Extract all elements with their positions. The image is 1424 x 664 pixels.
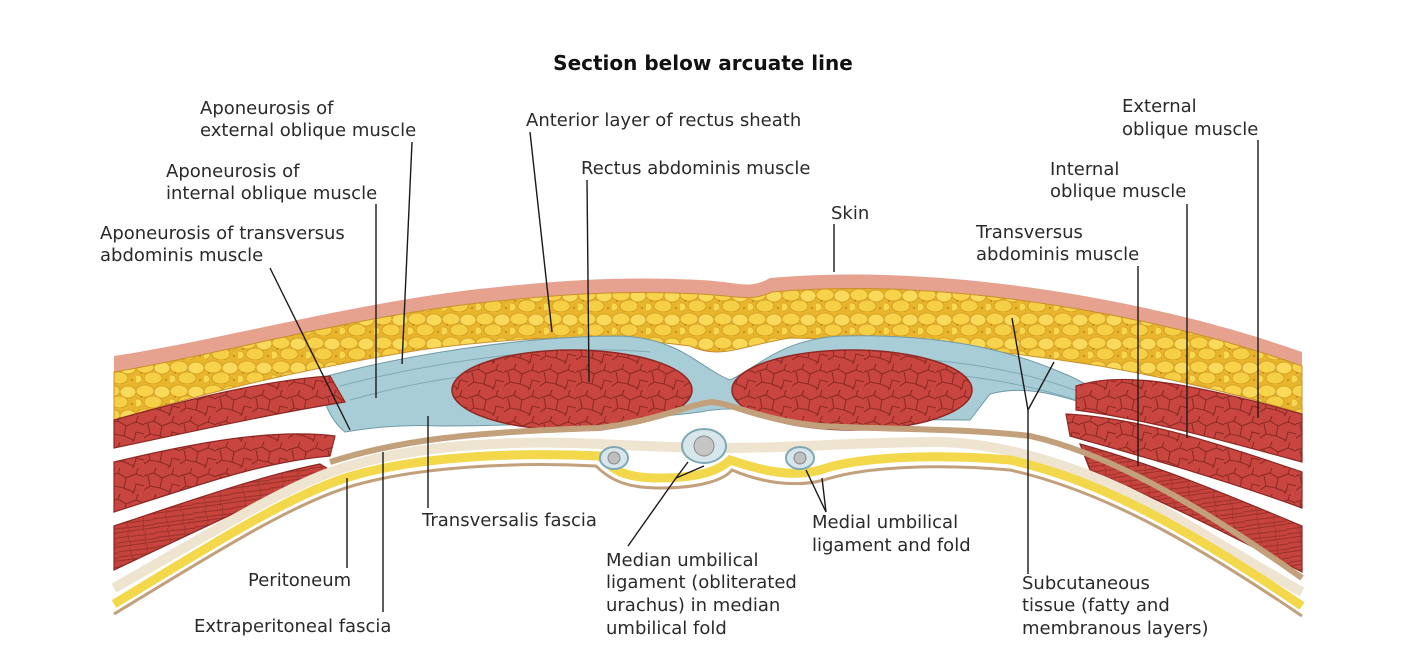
figure-title: Section below arcuate line (553, 51, 853, 75)
extraperitoneal-fascia (111, 436, 1305, 597)
label-aponeurosis-external-oblique: Aponeurosis of external oblique muscle (200, 98, 416, 141)
label-internal-oblique: Internal oblique muscle (1050, 159, 1186, 202)
peritoneum (111, 450, 1305, 610)
label-subcutaneous-tissue: Subcutaneous tissue (fatty and membranou… (1022, 573, 1209, 639)
left-external-oblique (113, 375, 346, 449)
label-rectus-abdominis: Rectus abdominis muscle (581, 158, 810, 179)
label-extraperitoneal-fascia: Extraperitoneal fascia (194, 616, 391, 637)
ligament-core-right (793, 451, 807, 465)
skin-layer (114, 274, 1302, 372)
label-transversus-abdominis: Transversus abdominis muscle (975, 222, 1139, 265)
left-internal-oblique (113, 433, 336, 513)
label-aponeurosis-internal-oblique: Aponeurosis of internal oblique muscle (166, 161, 377, 204)
ligament-core-left (607, 451, 621, 465)
label-transversalis-fascia: Transversalis fascia (421, 510, 597, 531)
label-external-oblique: External oblique muscle (1122, 96, 1258, 140)
label-anterior-layer-rectus-sheath: Anterior layer of rectus sheath (526, 110, 801, 131)
label-skin: Skin (831, 203, 869, 224)
label-aponeurosis-transversus: Aponeurosis of transversus abdominis mus… (100, 223, 351, 266)
label-peritoneum: Peritoneum (248, 570, 351, 591)
transversalis-fascia (329, 398, 1304, 581)
right-external-oblique (1075, 378, 1303, 463)
leader-lines (269, 131, 1259, 612)
peritoneum-inner-line (113, 463, 1303, 618)
right-internal-oblique (1065, 413, 1303, 509)
label-medial-umbilical-ligament: Medial umbilical ligament and fold (812, 512, 971, 556)
urachus-core (693, 435, 715, 457)
label-median-umbilical-ligament: Median umbilical ligament (obliterated u… (606, 550, 803, 639)
